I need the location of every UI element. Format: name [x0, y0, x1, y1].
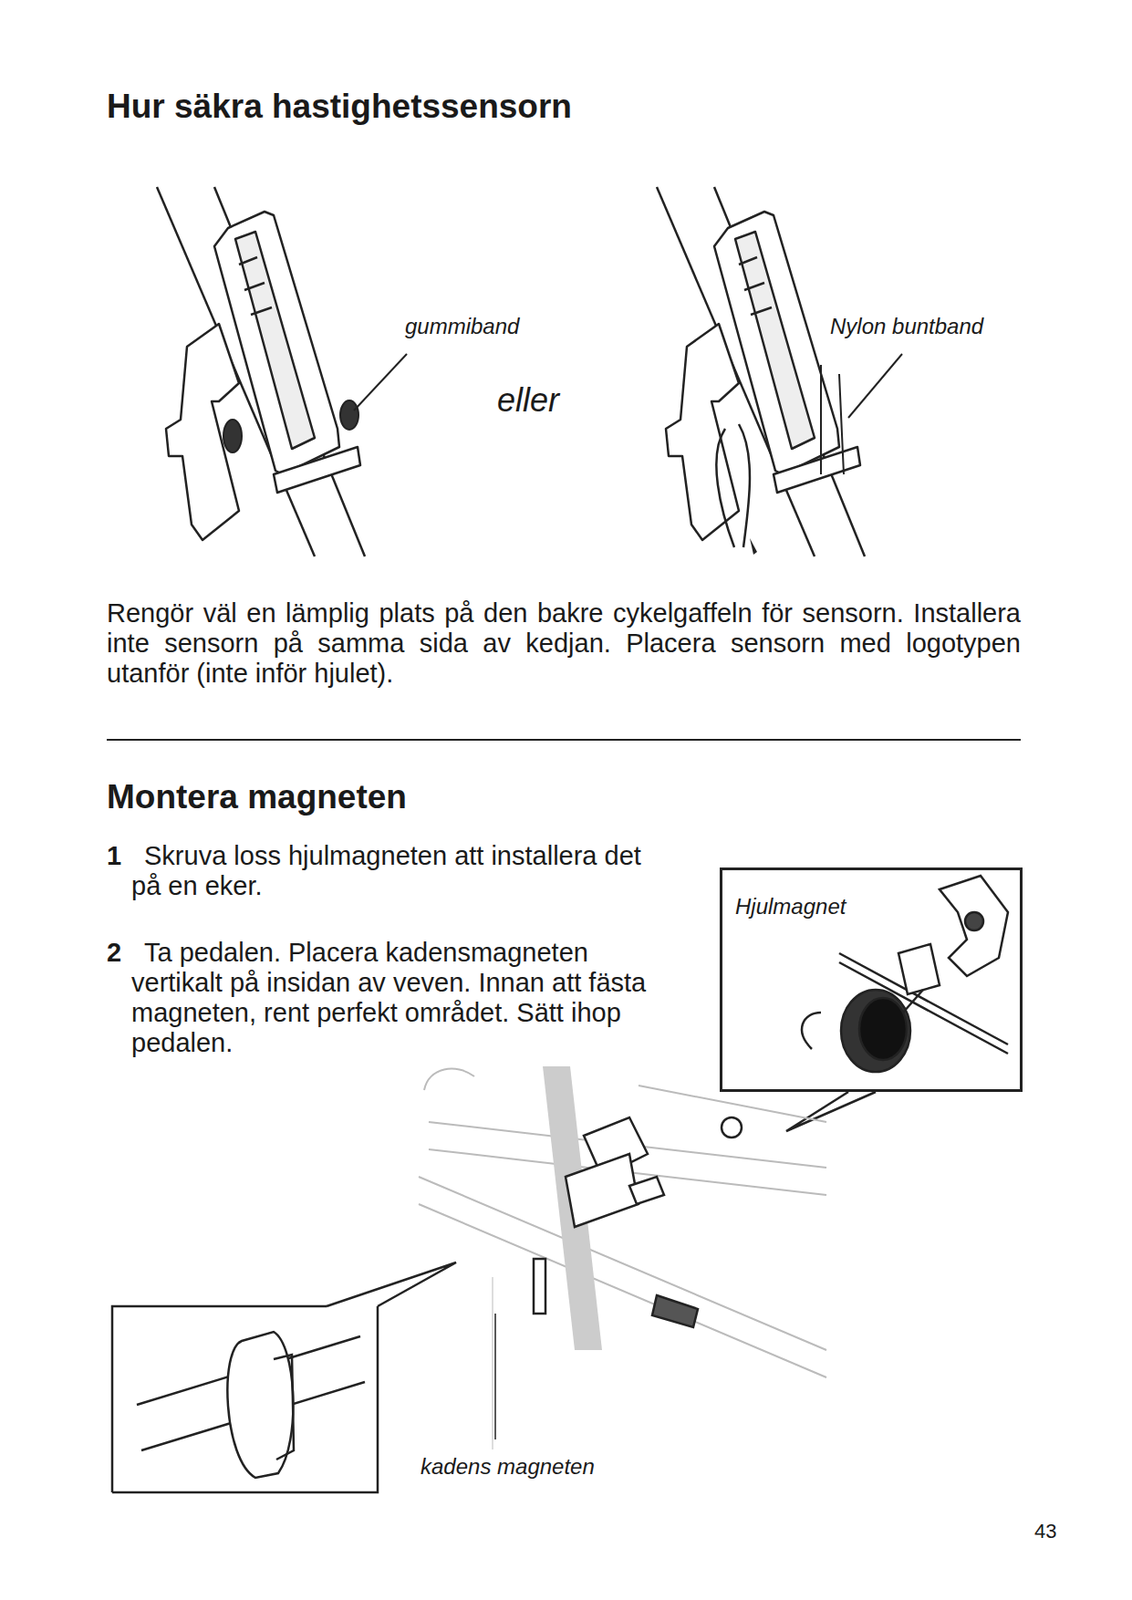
cable-tie	[820, 364, 844, 475]
drawing-part	[424, 1069, 475, 1091]
part-label: gummiband	[405, 313, 520, 340]
page-heading: Hur säkra hastighetssensorn	[106, 87, 572, 126]
drawing-part	[859, 997, 907, 1060]
separator	[106, 738, 1021, 741]
drawing-part	[533, 1258, 546, 1314]
leader-line	[494, 1313, 497, 1440]
part-label: kadens magneten	[420, 1453, 595, 1480]
step-text: Skruva loss hjulmagneten att installera …	[131, 841, 670, 902]
cadence-inset	[112, 1262, 457, 1493]
drawing-part	[652, 1295, 698, 1328]
body-text: Rengör väl en lämplig plats på den bakre…	[106, 598, 1021, 689]
drawing-part	[939, 875, 1008, 977]
inset-label: Hjulmagnet	[722, 870, 1020, 920]
drawing-part	[112, 1306, 378, 1493]
drawing-part	[786, 1091, 876, 1132]
drawing-part	[903, 989, 924, 1013]
connector-word: eller	[497, 381, 560, 420]
rubber-band	[340, 400, 359, 430]
step-number: 1	[106, 841, 122, 872]
inset-box: Hjulmagnet	[719, 867, 1023, 1092]
drawing-part	[227, 1331, 293, 1478]
drawing-part	[565, 1153, 639, 1227]
step-number: 2	[106, 937, 122, 968]
drawing-part	[749, 538, 758, 555]
speed-sensor	[533, 1117, 742, 1328]
drawing-part	[898, 944, 940, 995]
leader-line	[848, 353, 903, 418]
step-text: Ta pedalen. Placera kadensmagneten verti…	[131, 937, 670, 1059]
page-number: 43	[1034, 1519, 1057, 1544]
part-label: Nylon buntband	[830, 313, 984, 340]
drawing-part	[629, 1176, 665, 1205]
section-heading: Montera magneten	[106, 778, 407, 817]
drawing-part	[721, 1117, 742, 1138]
drawing-part	[491, 1277, 494, 1450]
drawing-part	[156, 186, 365, 557]
drawing-part	[273, 1354, 294, 1460]
drawing-part	[656, 186, 865, 557]
leader-line	[353, 353, 407, 411]
bike-scene	[418, 1069, 827, 1450]
drawing-part	[418, 1204, 827, 1378]
drawing-part	[841, 989, 911, 1072]
rubber-band	[223, 419, 242, 453]
drawing-part	[965, 912, 984, 931]
drawing-part	[326, 1262, 457, 1307]
cable-tie	[716, 424, 750, 548]
drawing-part	[801, 1012, 821, 1049]
